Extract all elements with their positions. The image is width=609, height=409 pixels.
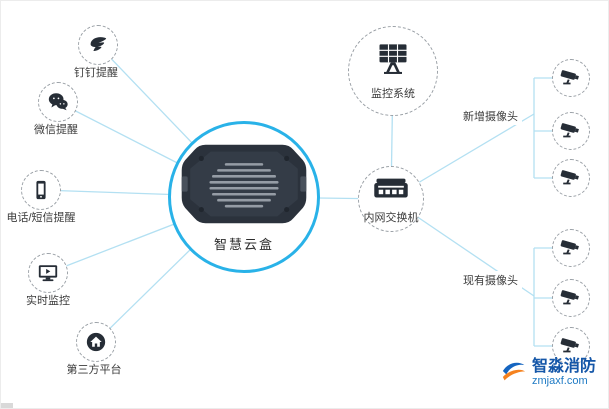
- intranet-switch-label: 内网交换机: [363, 212, 419, 224]
- cctv-camera-icon: [560, 287, 582, 309]
- cctv-camera-icon: [560, 67, 582, 89]
- corner-artifact: [1, 403, 13, 408]
- node-intranet-switch: 内网交换机: [358, 166, 424, 232]
- node-live-monitor: [28, 253, 68, 293]
- monitor-icon: [37, 262, 59, 284]
- cctv-camera-icon: [560, 237, 582, 259]
- phone-icon: [30, 179, 52, 201]
- brand-logo: 智淼消防 zmjaxf.com: [501, 358, 596, 388]
- node-phone-sms: [21, 170, 61, 210]
- node-dingtalk-label: 钉钉提醒: [74, 67, 118, 79]
- brand-url: zmjaxf.com: [531, 375, 588, 387]
- node-third-party-label: 第三方平台: [66, 364, 122, 376]
- dingtalk-icon: [87, 34, 109, 56]
- camera-node-new-1: [552, 59, 590, 97]
- monitoring-system-label: 监控系统: [371, 87, 415, 100]
- brand-title: 智淼消防: [531, 358, 596, 375]
- camera-node-new-3: [552, 159, 590, 197]
- camera-node-new-2: [552, 112, 590, 150]
- cctv-camera-icon: [560, 120, 582, 142]
- camera-node-existing-3: [552, 327, 590, 365]
- node-dingtalk: [78, 25, 118, 65]
- cctv-camera-icon: [560, 167, 582, 189]
- wechat-icon: [47, 91, 69, 113]
- node-phone-sms-label: 电话/短信提醒: [6, 212, 76, 224]
- node-monitoring-system: 监控系统: [348, 26, 438, 116]
- camera-node-existing-2: [552, 279, 590, 317]
- node-third-party: [76, 322, 116, 362]
- node-live-monitor-label: 实时监控: [26, 295, 70, 307]
- network-switch-icon: [373, 173, 409, 207]
- brand-swoosh-icon: [501, 359, 527, 388]
- new-cameras-label: 新增摄像头: [459, 107, 522, 125]
- cloud-box-device-icon: [180, 141, 308, 232]
- existing-cameras-label: 现有摄像头: [459, 271, 522, 289]
- camera-node-existing-1: [552, 229, 590, 267]
- cctv-camera-icon: [560, 335, 582, 357]
- platform-icon: [85, 331, 107, 353]
- solar-panel-icon: [375, 42, 411, 81]
- cloud-box-label: 智慧云盒: [213, 237, 274, 252]
- node-wechat-label: 微信提醒: [34, 124, 78, 136]
- cloud-box-node: 智慧云盒: [168, 121, 320, 273]
- node-wechat: [38, 82, 78, 122]
